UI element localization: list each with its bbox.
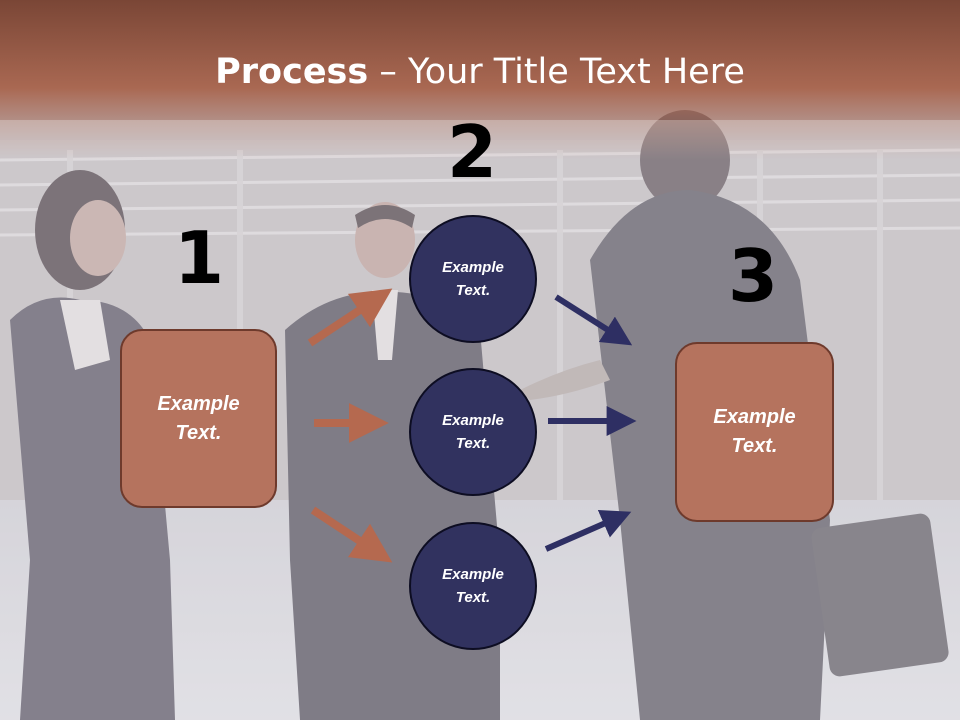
step-number-1: 1 xyxy=(173,216,225,300)
step-2-text-top: Example Text. xyxy=(442,259,504,299)
arrow-right-icon xyxy=(554,294,633,346)
step-2-circle-middle: Example Text. xyxy=(409,368,537,496)
slide-title: Process – Your Title Text Here xyxy=(0,52,960,92)
title-rest: – Your Title Text Here xyxy=(368,52,745,92)
arrow-right-icon xyxy=(544,510,632,552)
step-2-circle-top: Example Text. xyxy=(409,215,537,343)
step-2-text-bottom: Example Text. xyxy=(442,566,504,606)
title-bold-word: Process xyxy=(215,52,369,92)
arrow-group-right xyxy=(544,294,637,552)
arrow-right-icon xyxy=(307,288,393,347)
step-1-text: Example Text. xyxy=(157,392,240,444)
step-1-box: Example Text. xyxy=(120,329,277,508)
step-number-2: 2 xyxy=(446,110,498,194)
step-2-text-middle: Example Text. xyxy=(442,412,504,452)
arrow-group-left xyxy=(307,288,393,563)
step-number-3: 3 xyxy=(727,234,779,318)
step-2-circle-bottom: Example Text. xyxy=(409,522,537,650)
step-3-box: Example Text. xyxy=(675,342,834,522)
step-3-text: Example Text. xyxy=(713,406,796,457)
arrow-right-icon xyxy=(310,506,393,563)
